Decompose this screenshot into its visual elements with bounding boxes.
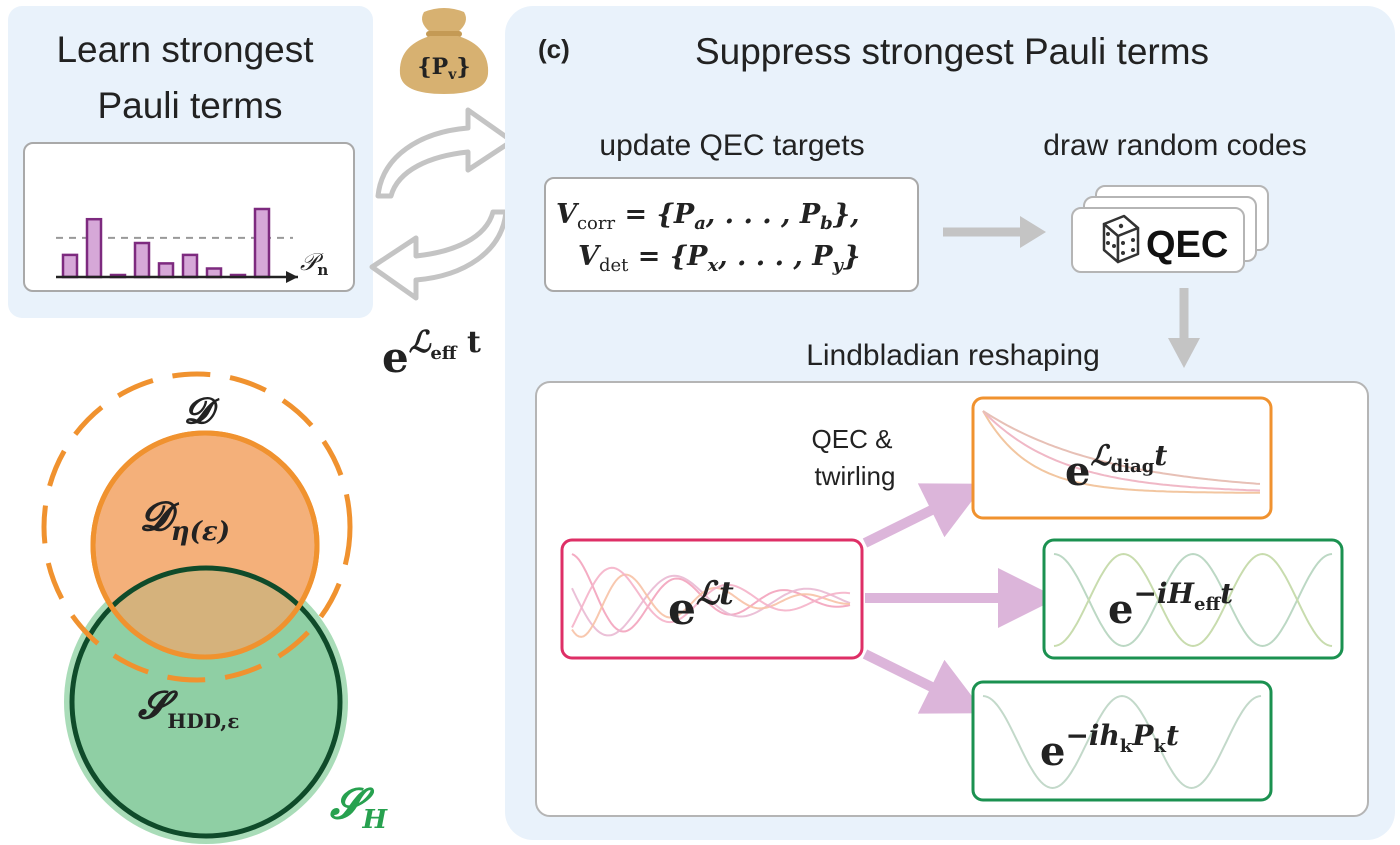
arrow-to-learn	[369, 209, 509, 301]
suppress-title: Suppress strongest Pauli terms	[695, 31, 1209, 72]
draw-codes-label: draw random codes	[1043, 129, 1306, 162]
coherent-curve	[982, 694, 1262, 790]
d-set-dashed-circle	[41, 371, 353, 683]
dice-icon	[1102, 214, 1140, 264]
feedback-arrows	[369, 107, 515, 301]
histogram-bar	[181, 253, 199, 279]
d-label: 𝓓	[184, 390, 220, 432]
qec-twirling-line2: twirling	[815, 461, 896, 491]
histogram-frame	[23, 142, 355, 292]
qec-code-stack: QEC	[1071, 185, 1269, 273]
histogram-bar	[133, 241, 151, 279]
pauli-histogram: 𝒫n	[23, 142, 355, 292]
histogram-bar	[205, 267, 223, 279]
reshaping-label: Lindbladian reshaping	[806, 339, 1100, 372]
decay-curves	[982, 410, 1261, 494]
histogram-bar	[253, 207, 271, 279]
sh-label: 𝓢H	[330, 779, 389, 835]
damped-curve	[571, 574, 851, 637]
vcorr-formula: Vcorr = {Pa, . . . , Pb},	[556, 199, 860, 234]
bag-label: {Pv}	[418, 54, 471, 83]
decay-curve	[982, 410, 1261, 492]
histogram-bar	[85, 217, 103, 279]
qec-card-label: QEC	[1146, 224, 1228, 266]
damped-curve	[571, 566, 851, 628]
hk-box: e−ihkPkt	[971, 680, 1273, 802]
coherent-curve	[1053, 552, 1333, 648]
qec-twirling-line1: QEC &	[812, 424, 893, 454]
single-curve	[982, 694, 1262, 790]
vdet-formula: Vdet = {Px, . . . , Py}	[578, 241, 860, 276]
arrow-to-diag	[862, 483, 985, 548]
axis-arrowhead	[286, 271, 298, 283]
learn-title-line2: Pauli terms	[97, 85, 282, 126]
damped-curve	[571, 553, 851, 633]
exp-L-label: eℒt	[668, 574, 734, 635]
learn-title-line1: Learn strongest	[56, 29, 314, 70]
coherent-curves	[1053, 552, 1333, 648]
update-targets-label: update QEC targets	[599, 129, 864, 162]
learn-panel: Learn strongest Pauli terms 𝒫n	[8, 6, 373, 318]
histogram-bar	[61, 253, 79, 279]
exp-diag-label: eℒdiagt	[1065, 439, 1167, 495]
decay-curve	[982, 410, 1261, 485]
arrow-to-hk	[862, 649, 985, 714]
suppress-panel: (c) Suppress strongest Pauli terms updat…	[505, 6, 1395, 840]
exp-hk-label: e−ihkPkt	[1040, 719, 1179, 775]
exp-heff-label: e−iHefft	[1108, 577, 1233, 633]
venn-diagram: 𝓓 𝓓η(ε) 𝓢HDD,ε 𝓢H	[41, 371, 389, 844]
reshaping-panel: QEC & twirling eℒt eℒdiagt	[535, 381, 1369, 817]
pauli-bag-icon: {Pv}	[399, 8, 489, 94]
heff-box: e−iHefft	[1042, 538, 1344, 660]
qec-targets-box: Vcorr = {Pa, . . . , Pb}, Vdet = {Px, . …	[544, 177, 919, 292]
coherent-curve	[1053, 552, 1333, 648]
decay-curve	[982, 410, 1260, 494]
arrow-to-suppress	[375, 107, 515, 199]
damped-curve	[571, 573, 851, 638]
oscillation-curves	[571, 553, 851, 638]
panel-tag: (c)	[538, 34, 570, 64]
lindbladian-box: eℒt	[560, 538, 864, 660]
histogram-bar	[157, 262, 175, 279]
exp-left-label: eℒeff t	[382, 325, 481, 382]
diag-box: eℒdiagt	[971, 396, 1273, 520]
